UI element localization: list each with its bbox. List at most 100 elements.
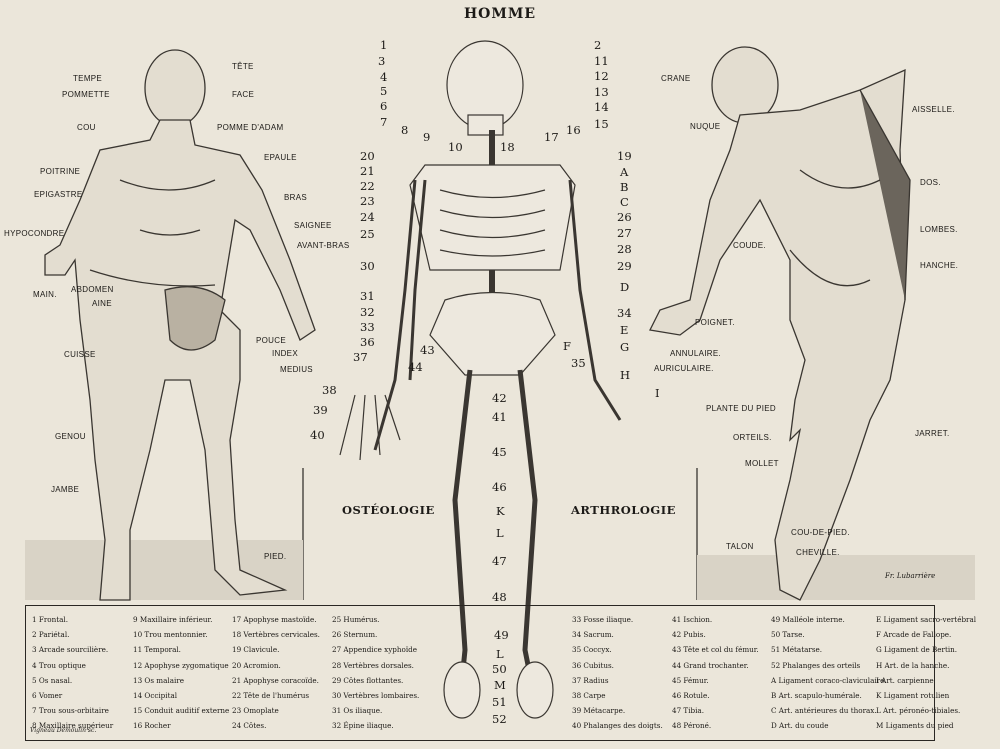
skeleton-callout: 5 [380, 84, 388, 98]
legend-entry: 34 Sacrum. [572, 630, 614, 640]
legend-entry: 18 Vertèbres cervicales. [232, 630, 320, 640]
legend-entry: 14 Occipital [133, 691, 178, 700]
skeleton-callout: 38 [322, 383, 337, 397]
legend-entry: 20 Acromion. [232, 660, 281, 670]
skeleton-callout: 14 [594, 100, 609, 114]
skeleton-callout: 34 [617, 306, 632, 320]
skeleton-callout: B [620, 180, 629, 194]
skeleton-callout: L [496, 647, 504, 661]
engraver-credit: Vigneau Demoulin sc. [30, 727, 97, 734]
skeleton-callout: 43 [420, 343, 435, 357]
plate-title: HOMME [463, 6, 537, 22]
legend-entry: 24 Côtes. [232, 721, 267, 731]
legend-entry: 1 Frontal. [32, 615, 68, 624]
skeleton-callout: 21 [360, 164, 375, 178]
skeleton-callout: I [655, 386, 660, 400]
legend-entry: 50 Tarse. [771, 630, 805, 640]
front-figure-label: JAMBE [51, 485, 80, 494]
front-figure-label: GENOU [55, 432, 86, 441]
skeleton-callout: 29 [617, 259, 632, 273]
front-figure-label: COU [77, 123, 96, 132]
skeleton-callout: 4 [380, 70, 388, 84]
osteologie-heading: OSTÉOLOGIE [342, 503, 435, 517]
skeleton-callout: 30 [360, 259, 375, 273]
skeleton-callout: F [563, 339, 571, 353]
legend-entry: 37 Radius [572, 675, 609, 685]
skeleton-callout: 45 [492, 445, 507, 459]
front-figure-label: SAIGNEE [294, 221, 332, 230]
back-figure-label: COU-DE-PIED. [791, 528, 850, 537]
back-figure-label: ORTEILS. [733, 433, 772, 442]
legend-entry: 17 Apophyse mastoïde. [232, 615, 317, 624]
legend-entry: 6 Vomer [32, 691, 63, 700]
legend-entry: 44 Grand trochanter. [672, 660, 749, 670]
skeleton-callout: E [620, 323, 629, 337]
front-figure-label: MEDIUS [280, 365, 313, 374]
legend-entry: 32 Épine iliaque. [332, 721, 394, 731]
legend-entry: 30 Vertèbres lombaires. [332, 691, 420, 700]
back-figure-label: COUDE. [733, 241, 766, 250]
legend-entry: 21 Apophyse coracoïde. [232, 675, 319, 685]
back-figure-label: DOS. [920, 178, 941, 187]
legend-entry: 25 Humérus. [332, 615, 380, 624]
skeleton-callout: A [620, 165, 629, 179]
back-figure-label: NUQUE [690, 122, 721, 131]
skeleton-callout: 25 [360, 227, 375, 241]
legend-entry: 52 Phalanges des orteils [771, 660, 861, 670]
skeleton-callout: 2 [594, 38, 602, 52]
skeleton-callout: 42 [492, 391, 507, 405]
legend-entry: 15 Conduit auditif externe [133, 706, 230, 716]
skeleton-callout: 8 [401, 123, 409, 137]
back-figure-label: POIGNET. [695, 318, 735, 327]
skeleton-callout: 12 [594, 69, 609, 83]
skeleton-callout: C [620, 195, 629, 209]
front-figure-label: PIED. [264, 552, 287, 561]
legend-entry: D Art. du coude [771, 721, 829, 731]
skeleton-callout: 17 [544, 130, 559, 144]
legend-entry: 4 Trou optique [32, 660, 86, 670]
legend-entry: 28 Vertèbres dorsales. [332, 660, 414, 670]
front-figure-label: CUISSE [64, 350, 96, 359]
legend-entry: 9 Maxillaire inférieur. [133, 615, 213, 624]
legend-entry: M Ligaments du pied [876, 721, 954, 731]
back-figure-label: TALON [726, 542, 754, 551]
front-figure-label: HYPOCONDRE [4, 229, 65, 238]
back-male-figure [649, 46, 911, 601]
front-figure-label: POITRINE [40, 167, 81, 176]
skeleton-callout: 3 [378, 54, 386, 68]
front-figure-label: ABDOMEN [71, 285, 114, 294]
skeleton-callout: 35 [571, 356, 586, 370]
skeleton-callout: 15 [594, 117, 609, 131]
skeleton-callout: H [620, 368, 631, 382]
legend-entry: 51 Métatarse. [771, 645, 823, 655]
legend-entry: 41 Ischion. [672, 615, 713, 624]
legend-entry: 10 Trou mentonnier. [133, 630, 208, 640]
legend-entry: G Ligament de Bertin. [876, 645, 958, 655]
legend-entry: 36 Cubitus. [572, 660, 614, 670]
legend-entry: 33 Fosse iliaque. [572, 615, 634, 624]
skeleton-callout: 47 [492, 554, 507, 568]
legend-entry: 48 Péroné. [672, 721, 712, 731]
back-figure-label: JARRET. [915, 429, 950, 438]
back-figure-label: PLANTE DU PIED [706, 404, 776, 413]
skeleton-callout: 22 [360, 179, 375, 193]
skeleton-callout: 46 [492, 480, 507, 494]
legend-entry: 46 Rotule. [672, 691, 710, 700]
front-figure-label: POUCE [256, 336, 286, 345]
legend-entry: 16 Rocher [133, 721, 171, 731]
skeleton-callout: L [496, 526, 504, 540]
skeleton-callout: 33 [360, 320, 375, 334]
legend-entry: 12 Apophyse zygomatique [133, 660, 229, 670]
back-figure-label: MOLLET [745, 459, 779, 468]
legend-entry: 8 Maxillaire supérieur [32, 721, 114, 731]
legend-box [25, 605, 935, 741]
legend-entry: 5 Os nasal. [32, 675, 73, 685]
legend-entry: 42 Pubis. [672, 630, 706, 640]
skeleton-callout: 24 [360, 210, 375, 224]
skeleton-callout: K [496, 504, 505, 518]
front-figure-label: EPAULE [264, 153, 297, 162]
legend-entry: B Art. scapulo-humérale. [771, 691, 862, 700]
front-figure-label: INDEX [272, 349, 298, 358]
front-figure-label: TEMPE [73, 74, 103, 83]
skeleton-callout: 44 [408, 360, 423, 374]
